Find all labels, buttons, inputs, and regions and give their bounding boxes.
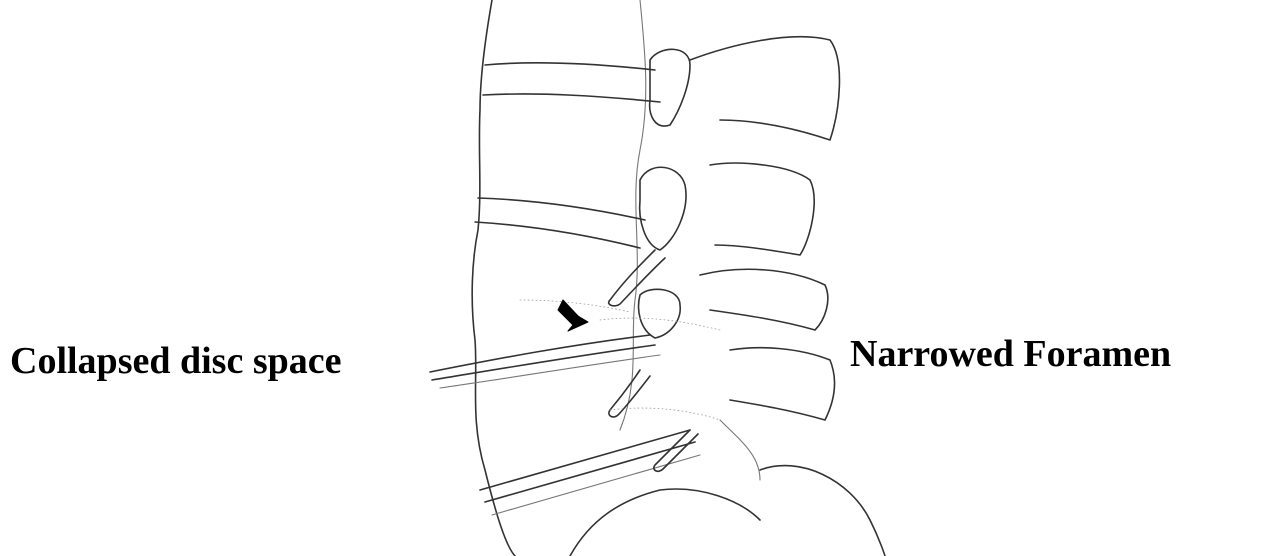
iliac-outline [760, 466, 885, 556]
spinous-process-3 [700, 269, 828, 330]
disc-line-4 [475, 222, 640, 248]
vertebral-column-front-outline [472, 0, 515, 556]
collapsed-disc-line-1 [430, 335, 650, 372]
disc-line-1 [485, 63, 655, 70]
collapsed-disc-space-label: Collapsed disc space [10, 342, 341, 380]
facet-middle [640, 167, 686, 250]
spinous-process-1 [690, 37, 839, 140]
lower-disc-line-2 [485, 442, 695, 502]
facet-lower [639, 289, 681, 338]
disc-line-3 [478, 198, 645, 220]
nerve-root-2 [609, 370, 650, 417]
spinous-process-2 [710, 163, 814, 255]
sacrum-outline [570, 489, 760, 556]
nerve-root-3 [654, 430, 698, 471]
disc-line-2 [483, 94, 660, 102]
narrowed-foramen-label: Narrowed Foramen [850, 335, 1171, 373]
texture-1 [600, 318, 720, 330]
arrow-right-icon [558, 300, 588, 331]
spinous-process-4 [730, 348, 835, 420]
lower-disc-line-1 [480, 430, 690, 490]
lower-lumbar-outline [720, 420, 760, 480]
facet-upper [650, 49, 690, 126]
